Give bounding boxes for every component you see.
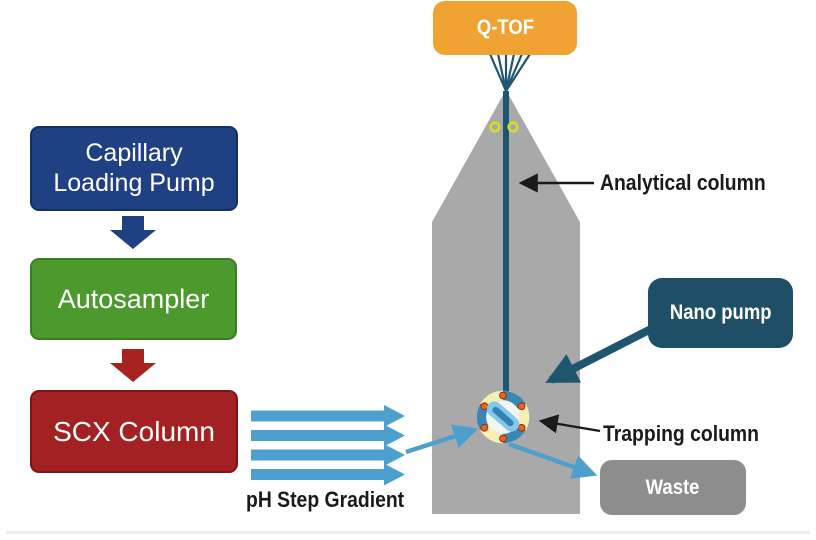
node-qtof: Q-TOF: [433, 1, 577, 55]
annotation-pointers: [518, 173, 601, 434]
emitter-ring-icon: [507, 121, 519, 133]
node-nano-label: Nano pump: [669, 301, 772, 324]
trapping-column-label: Trapping column: [603, 421, 759, 446]
valve-to-waste-arrow: [508, 441, 598, 479]
node-autosampler-label: Autosampler: [57, 283, 210, 314]
valve-port-icon: [499, 434, 507, 443]
capillary-flow-arrows: [405, 424, 598, 479]
bottom-divider: [6, 531, 810, 534]
spray-line: [496, 53, 508, 92]
valve-port-icon: [480, 402, 489, 411]
node-waste: Waste: [600, 460, 746, 515]
pump-to-autosampler-arrow: [110, 216, 156, 249]
node-capillary-label: Capillary Loading Pump: [53, 139, 215, 197]
node-nano-pump: Nano pump: [648, 278, 793, 348]
trapping-column-pointer: [538, 414, 601, 434]
analytical-column-label: Analytical column: [600, 170, 766, 195]
spray-line: [488, 53, 508, 92]
emitter-ring-icon: [489, 121, 501, 133]
nano-flow-lines: [488, 53, 653, 392]
ph-gradient-arrow: [251, 424, 405, 447]
autosampler-to-scx-arrow: [110, 349, 156, 382]
ph-step-gradient-label: pH Step Gradient: [246, 487, 405, 512]
node-scx-label: SCX Column: [53, 415, 215, 447]
emitter-rings: [489, 121, 519, 133]
trapping-valve: [476, 390, 530, 444]
nano-pump-flow-arrow: [545, 325, 653, 384]
node-capillary-loading-pump: Capillary Loading Pump: [30, 126, 238, 211]
valve-port-icon: [480, 423, 489, 432]
node-waste-label: Waste: [646, 475, 700, 499]
spray-line: [504, 53, 524, 92]
scx-to-valve-arrow: [405, 424, 479, 455]
ph-gradient-arrows: [251, 405, 405, 486]
valve-port-icon: [499, 391, 507, 400]
pill-core: [492, 406, 514, 427]
ph-gradient-arrow: [251, 463, 405, 486]
valve-port-icon: [517, 423, 526, 432]
ph-gradient-arrow: [251, 405, 405, 427]
spray-line: [505, 53, 531, 92]
spray-line: [504, 53, 516, 92]
node-autosampler: Autosampler: [30, 258, 237, 340]
valve-port-icon: [517, 402, 526, 411]
trapping-column-pill: [486, 401, 520, 432]
ph-gradient-arrow: [251, 444, 405, 466]
node-scx-column: SCX Column: [30, 390, 238, 473]
node-qtof-label: Q-TOF: [476, 16, 534, 39]
